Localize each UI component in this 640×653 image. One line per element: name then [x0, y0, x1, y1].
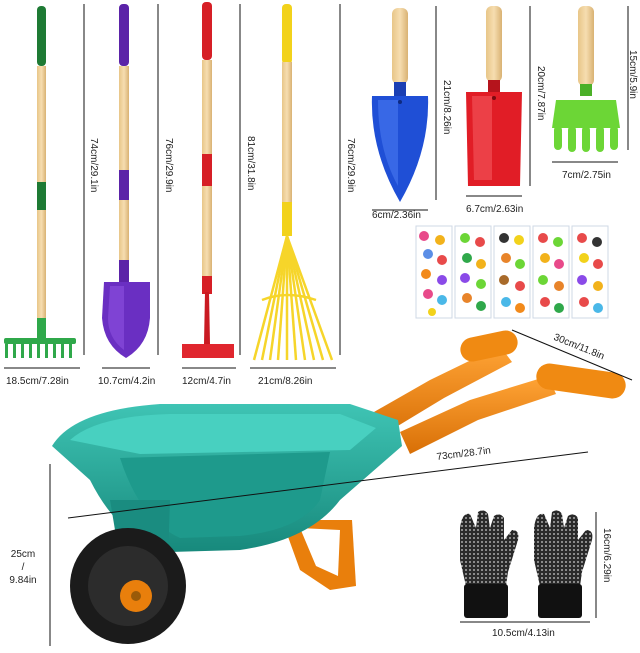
sticker-sheet	[415, 225, 453, 319]
wheelbarrow-height-cm: 25cm	[10, 549, 36, 560]
sticker-sheet	[571, 225, 609, 319]
rake-width-label: 18.5cm/7.28in	[6, 376, 69, 387]
left-glove	[460, 510, 519, 618]
wheelbarrow-height-label: 25cm / 9.84in	[6, 548, 40, 587]
transplanter-height-label: 20cm/7.87in	[535, 66, 546, 121]
sticker-sheets	[415, 225, 609, 319]
trowel-width-label: 6cm/2.36in	[372, 210, 421, 221]
hand-trowel	[371, 8, 429, 202]
hoe-width-label: 12cm/4.7in	[182, 376, 231, 387]
cultivator-height-label: 15cm/5.9in	[627, 50, 638, 99]
trowel-height-label: 21cm/8.26in	[441, 80, 452, 135]
leaf-rake-height-label: 76cm/29.9in	[345, 138, 356, 193]
gloves-height-label: 16cm/6.29in	[601, 528, 612, 583]
gardening-gloves	[460, 510, 593, 618]
leaf-rake	[252, 4, 334, 361]
gloves-width-label: 10.5cm/4.13in	[492, 628, 555, 639]
sticker-sheet	[493, 225, 531, 319]
hoe-height-label: 81cm/31.8in	[245, 136, 256, 191]
sticker-sheet	[454, 225, 492, 319]
shovel-height-label: 76cm/29.9in	[163, 138, 174, 193]
hand-cultivator	[552, 6, 620, 152]
cultivator-width-label: 7cm/2.75in	[562, 170, 611, 181]
leaf-rake-width-label: 21cm/8.26in	[258, 376, 313, 387]
shovel-width-label: 10.7cm/4.2in	[98, 376, 156, 387]
right-glove	[534, 510, 593, 618]
transplanter-width-label: 6.7cm/2.63in	[466, 204, 524, 215]
garden-hoe	[182, 2, 234, 358]
garden-rake	[4, 6, 76, 358]
garden-shovel	[102, 4, 150, 358]
wheelbarrow-height-in: 9.84in	[9, 575, 37, 586]
rake-height-label: 74cm/29.1in	[88, 138, 99, 193]
wheelbarrow	[52, 330, 626, 644]
hand-transplanter	[466, 6, 522, 186]
wheelbarrow-height-separator: /	[21, 562, 25, 573]
sticker-sheet	[532, 225, 570, 319]
